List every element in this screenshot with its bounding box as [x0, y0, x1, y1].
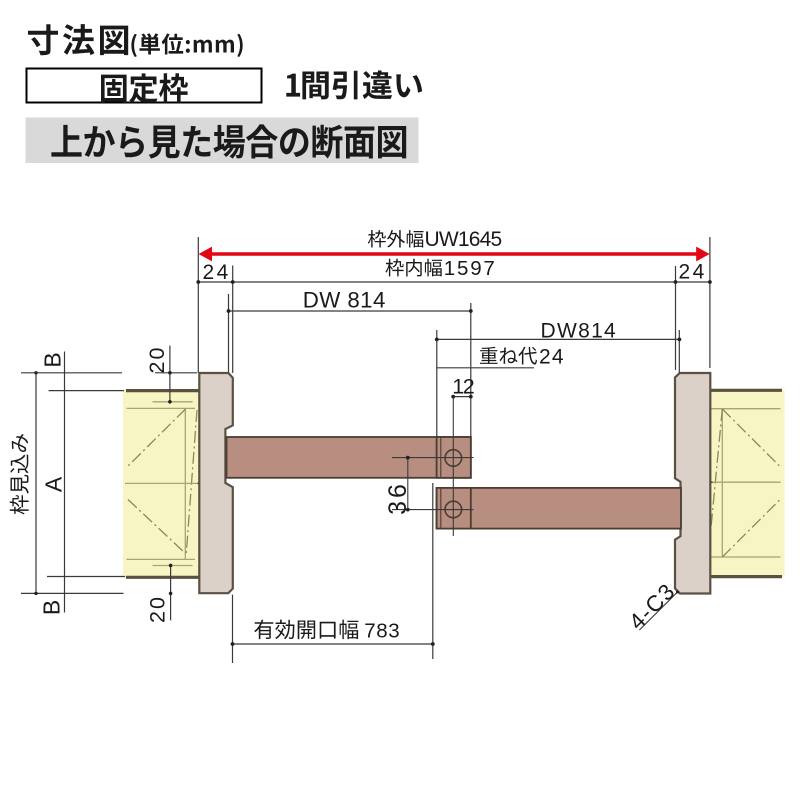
svg-text:A: A — [41, 476, 67, 492]
svg-text:20: 20 — [146, 595, 170, 623]
svg-text:B: B — [39, 600, 65, 615]
svg-text:783: 783 — [364, 619, 400, 642]
svg-text:24: 24 — [203, 261, 231, 284]
svg-text:24: 24 — [539, 345, 565, 368]
svg-text:24: 24 — [679, 261, 707, 284]
svg-text:DW814: DW814 — [541, 319, 618, 342]
svg-text:20: 20 — [145, 346, 169, 374]
svg-text:UW1645: UW1645 — [425, 228, 502, 251]
svg-text:12: 12 — [452, 375, 473, 399]
svg-text:B: B — [40, 352, 66, 367]
svg-text:36: 36 — [384, 481, 412, 515]
svg-text:1597: 1597 — [444, 257, 497, 280]
svg-text:DW 814: DW 814 — [303, 287, 386, 312]
